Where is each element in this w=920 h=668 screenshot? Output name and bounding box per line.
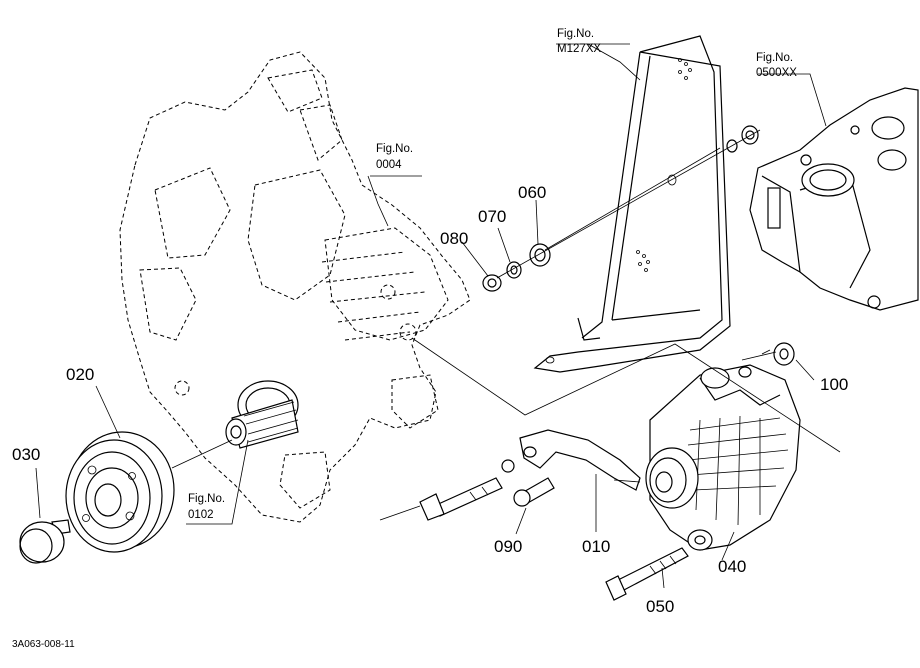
fig-ref-crank-line1: Fig.No. <box>188 493 225 505</box>
long-bolt-drawing <box>419 459 515 521</box>
gear-case-drawing <box>119 51 471 523</box>
part-label-060: 060 <box>518 183 546 202</box>
bolt-050-drawing <box>605 547 689 601</box>
part-label-010: 010 <box>582 537 610 556</box>
fig-ref-head-line2: 0500XX <box>756 67 797 79</box>
drawing-code: 3A063-008-11 <box>12 639 75 650</box>
crankshaft-end-drawing <box>225 380 299 449</box>
fig-ref-crank-line2: 0102 <box>188 509 214 521</box>
fig-ref-stay-line2: M127XX <box>557 43 601 55</box>
alternator-stay-drawing <box>533 35 731 373</box>
callout-leaders <box>35 43 827 589</box>
cylinder-head-drawing <box>749 87 919 311</box>
adjusting-plate-drawing <box>519 429 641 491</box>
fig-ref-stay-line1: Fig.No. <box>557 28 594 40</box>
nut-100-drawing <box>761 342 795 366</box>
fig-ref-gearcase-line1: Fig.No. <box>376 143 413 155</box>
part-label-050: 050 <box>646 597 674 616</box>
fig-ref-gearcase-line2: 0004 <box>376 159 402 171</box>
alternator-drawing <box>645 364 801 551</box>
part-label-070: 070 <box>478 207 506 226</box>
part-label-020: 020 <box>66 365 94 384</box>
washer-drawings <box>482 125 759 292</box>
bolt-090-drawing <box>513 477 555 507</box>
part-label-030: 030 <box>12 445 40 464</box>
part-label-040: 040 <box>718 557 746 576</box>
pulley-nut-drawing <box>19 519 71 564</box>
part-label-080: 080 <box>440 229 468 248</box>
part-label-090: 090 <box>494 537 522 556</box>
part-label-100: 100 <box>820 375 848 394</box>
fig-ref-head-line1: Fig.No. <box>756 52 793 64</box>
pulley-drawing <box>65 431 175 553</box>
assembly-lines <box>171 129 841 521</box>
